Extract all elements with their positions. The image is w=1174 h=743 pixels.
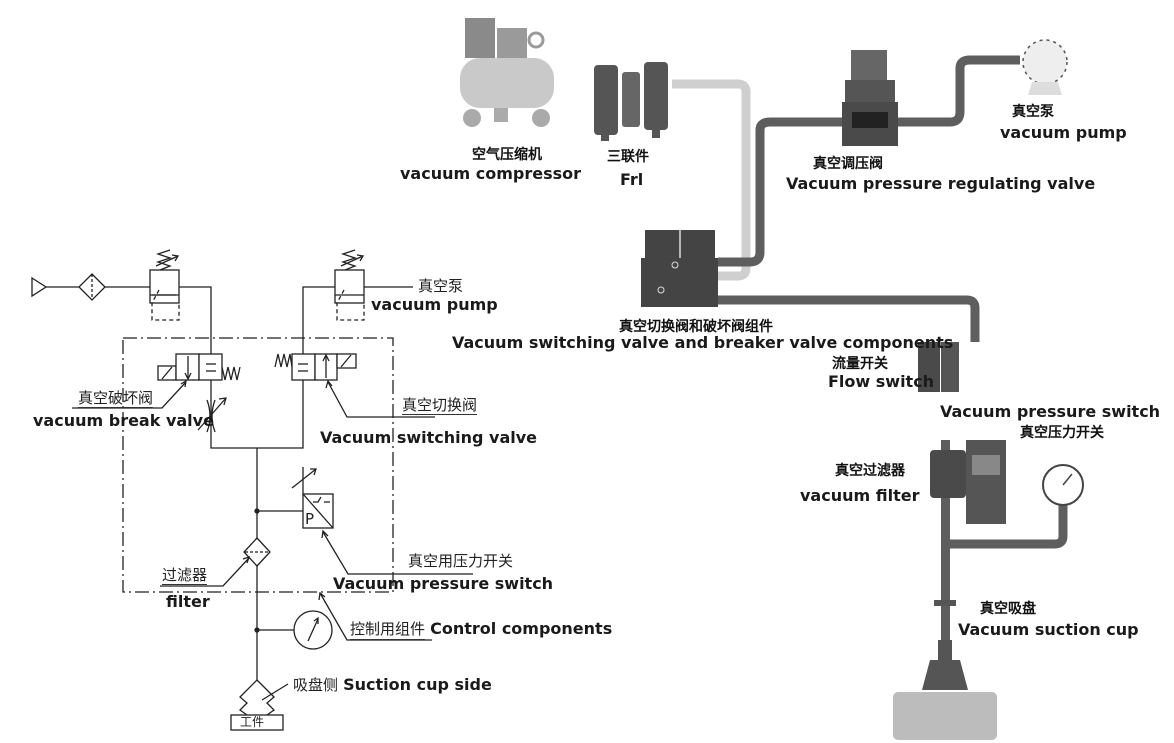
suction-cup-symbol bbox=[238, 679, 289, 716]
control-label-en: Control components bbox=[430, 619, 613, 638]
frl-label-en: Frl bbox=[620, 170, 644, 189]
switching-valve-label-en: Vacuum switching valve bbox=[320, 428, 538, 447]
pump-pipe bbox=[898, 55, 1020, 127]
control-components-label: 控制用组件 Control components bbox=[350, 619, 613, 640]
workpiece-icon bbox=[893, 692, 997, 740]
gauge-pipe bbox=[948, 505, 1068, 549]
pressure-switch-label-cn-right: 真空压力开关 bbox=[1020, 425, 1104, 441]
break-valve-label-en: vacuum break valve bbox=[33, 411, 214, 430]
schematic-pump-label-cn: 真空泵 bbox=[418, 277, 464, 295]
suction-label-en: Suction cup side bbox=[343, 675, 492, 694]
regulator-pipe bbox=[718, 117, 842, 267]
pressure-switch-label-cn: 真空用压力开关 bbox=[408, 552, 514, 570]
frl-unit-icon bbox=[594, 62, 668, 141]
schematic bbox=[31, 249, 473, 731]
flow-switch-label-en: Flow switch bbox=[828, 372, 935, 391]
pump-label-en: vacuum pump bbox=[1000, 123, 1127, 142]
input-filter-icon bbox=[78, 273, 106, 301]
pressure-gauge-icon bbox=[1042, 464, 1084, 506]
frl-label-cn: 三联件 bbox=[607, 149, 649, 165]
main-vacuum-pipe bbox=[941, 440, 950, 690]
pressure-switch-label-en: Vacuum pressure switch bbox=[333, 574, 554, 593]
filter-label-cn: 过滤器 bbox=[162, 566, 208, 585]
pictorial bbox=[460, 18, 1084, 740]
suction-cup-label-en: Vacuum suction cup bbox=[958, 620, 1139, 639]
throttle-icon bbox=[197, 397, 227, 433]
pump-label-cn: 真空泵 bbox=[1012, 104, 1054, 120]
regulator-label-cn: 真空调压阀 bbox=[813, 156, 883, 172]
assembly-boundary bbox=[122, 337, 394, 593]
flow-switch-label-cn: 流量开关 bbox=[832, 356, 888, 372]
suction-side-label: 吸盘侧 Suction cup side bbox=[293, 677, 492, 693]
pressure-switch-symbol bbox=[291, 467, 334, 529]
control-label-cn: 控制用组件 bbox=[350, 620, 426, 640]
compressor-label-cn: 空气压缩机 bbox=[472, 147, 542, 163]
switching-valve-label-cn: 真空切换阀 bbox=[402, 396, 478, 415]
regulator-right-icon bbox=[334, 249, 365, 321]
assembly-label-en: Vacuum switching valve and breaker valve… bbox=[452, 333, 954, 352]
workpiece-box bbox=[230, 714, 284, 731]
vacuum-filter-label-cn: 真空过滤器 bbox=[835, 463, 905, 479]
assembly-label-cn: 真空切换阀和破坏阀组件 bbox=[619, 319, 773, 335]
flow-pipe bbox=[718, 295, 980, 342]
vacuum-suction-cup-icon bbox=[922, 600, 968, 690]
vacuum-regulating-valve-icon bbox=[842, 50, 898, 146]
suction-label-cn: 吸盘侧 bbox=[293, 676, 339, 694]
flow-switch-icon bbox=[918, 342, 959, 392]
regulator-left-icon bbox=[149, 249, 180, 321]
regulator-label-en: Vacuum pressure regulating valve bbox=[786, 174, 1096, 193]
compressed-air-pipe bbox=[672, 79, 751, 281]
schematic-pump-label-en: vacuum pump bbox=[371, 295, 498, 314]
compressor-label-en: vacuum compressor bbox=[400, 164, 582, 183]
air-source-icon bbox=[31, 276, 48, 298]
filter-label-en: filter bbox=[166, 592, 210, 611]
vacuum-filter-symbol bbox=[243, 537, 271, 567]
break-valve-label-cn: 真空破坏阀 bbox=[78, 389, 154, 408]
vacuum-filter-label-en: vacuum filter bbox=[800, 486, 920, 505]
vacuum-pressure-switch-icon bbox=[966, 440, 1006, 524]
workpiece-label: 工件 bbox=[240, 715, 265, 729]
pressure-symbol-letter: P bbox=[305, 510, 315, 528]
air-compressor-icon bbox=[460, 18, 554, 127]
suction-cup-label-cn: 真空吸盘 bbox=[980, 601, 1036, 617]
break-valve-symbol bbox=[157, 353, 241, 381]
pressure-switch-label-en-right: Vacuum pressure switch bbox=[940, 402, 1161, 421]
gauge-symbol bbox=[293, 610, 333, 650]
switching-breaker-valve-assembly-icon bbox=[641, 230, 718, 307]
vacuum-filter-icon bbox=[930, 450, 966, 498]
switching-valve-symbol bbox=[274, 353, 357, 381]
vacuum-pump-icon bbox=[1022, 39, 1068, 95]
